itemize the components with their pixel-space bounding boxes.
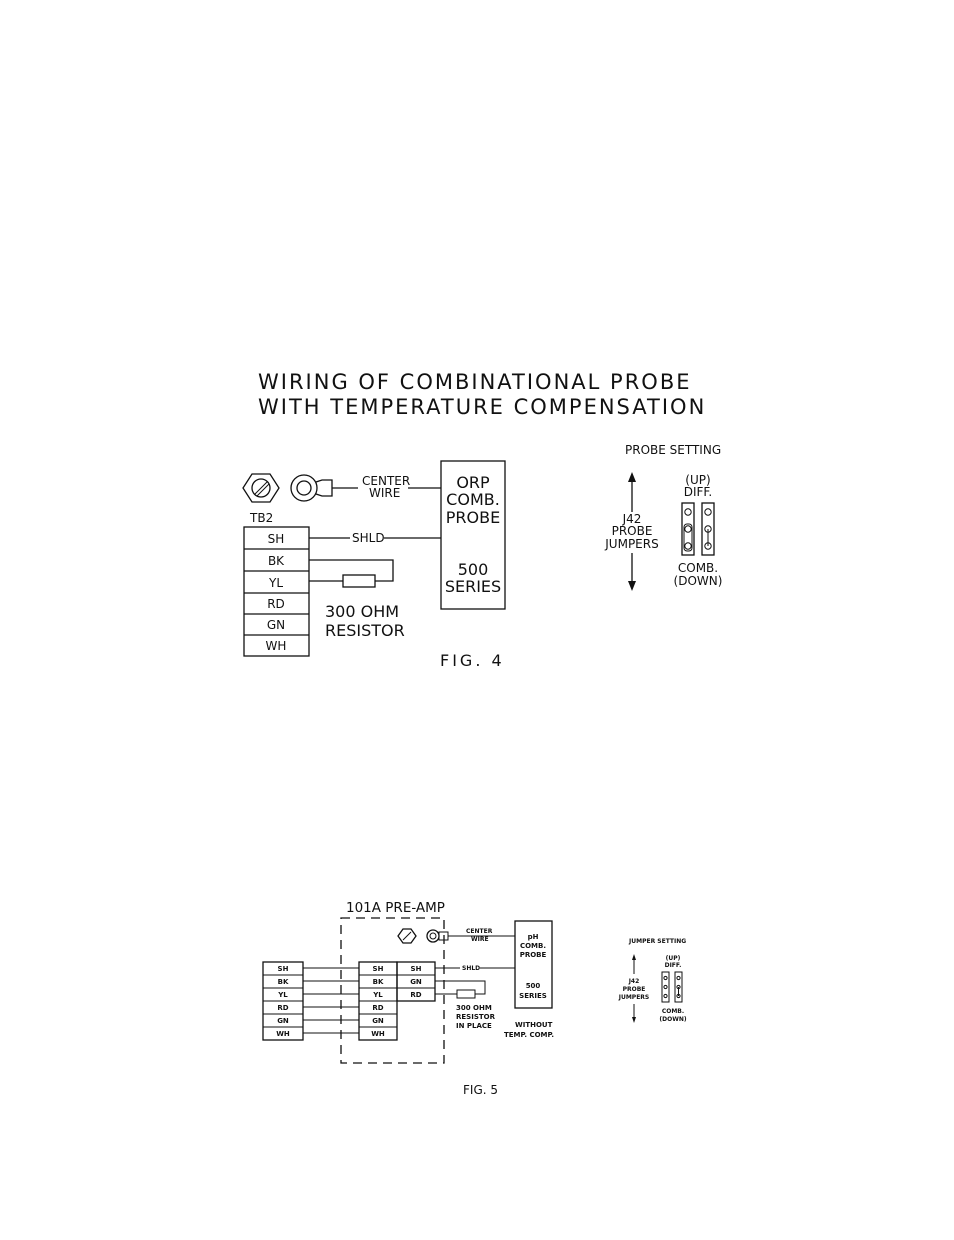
fig5-shld-label: SHLD xyxy=(462,965,480,972)
fig4-terminal-label: BK xyxy=(268,554,285,568)
fig4-shld-label: SHLD xyxy=(352,531,385,545)
preamp-label: 101A PRE-AMP xyxy=(346,900,445,916)
fig4-probe-text: COMB. xyxy=(446,490,500,509)
fig4-down-label: (DOWN) xyxy=(674,574,723,588)
probe-setting-title: PROBE SETTING xyxy=(625,443,721,457)
fig5-left-terminal: BK xyxy=(278,978,289,986)
fig4-caption: FIG. 4 xyxy=(440,651,505,670)
fig5-inner-right-terminal: SH xyxy=(411,965,422,973)
jumper-setting-title: JUMPER SETTING xyxy=(628,938,686,945)
fig4-jumper-label: J42 xyxy=(622,512,642,526)
ring-lug-icon xyxy=(426,929,515,943)
fig4-up-label: (UP) xyxy=(685,473,710,487)
fig5-left-terminal-strip: SH BK YL RD GN WH xyxy=(262,961,304,1041)
fig5-inner-right-terminal: RD xyxy=(410,991,421,999)
fig5-interconnect-wires xyxy=(303,967,359,1034)
fig4-terminal-label: SH xyxy=(268,532,285,546)
fig4-center-wire-line2: WIRE xyxy=(369,486,400,500)
fig5-jumper-label: JUMPERS xyxy=(618,994,650,1001)
resistor-icon xyxy=(342,574,376,588)
fig5-probe-text: 500 xyxy=(526,982,541,990)
fig4-up-label: DIFF. xyxy=(684,485,712,499)
fig5-left-terminal: GN xyxy=(277,1017,289,1025)
fig5-resistor-line: 300 OHM xyxy=(456,1004,492,1012)
fig5-resistor-line: RESISTOR xyxy=(456,1013,496,1021)
fig4-jumper-label: JUMPERS xyxy=(604,537,658,551)
fig5-left-terminal: RD xyxy=(277,1004,288,1012)
jumper-block-icon xyxy=(701,502,715,556)
fig5-jumper-label: J42 xyxy=(628,978,640,985)
fig4-title-line2: WITH TEMPERATURE COMPENSATION xyxy=(258,395,706,419)
fig5-center-wire-line1: CENTER xyxy=(466,928,493,935)
fig4-diagram: WIRING OF COMBINATIONAL PROBE WITH TEMPE… xyxy=(242,370,723,670)
orp-probe-box: ORP COMB. PROBE 500 SERIES xyxy=(440,460,506,610)
fig5-probe-text: COMB. xyxy=(520,942,546,950)
fig5-diagram: 101A PRE-AMP SH BK YL RD GN WH xyxy=(262,900,687,1097)
fig5-preamp-terminal-strip: SH BK YL RD GN WH SH GN RD xyxy=(358,961,436,1041)
fig4-center-wire-line1: CENTER xyxy=(362,474,410,488)
ring-lug-icon xyxy=(290,474,358,502)
fig5-center-wire-line2: WIRE xyxy=(471,936,489,943)
fig5-inner-terminal: WH xyxy=(371,1030,385,1038)
fig4-probe-text: ORP xyxy=(456,473,490,492)
fig5-inner-terminal: SH xyxy=(373,965,384,973)
fig5-probe-text: SERIES xyxy=(519,992,547,1000)
fig4-title-line1: WIRING OF COMBINATIONAL PROBE xyxy=(258,370,692,394)
jumper-block-icon xyxy=(674,971,683,1003)
fig5-probe-text: pH xyxy=(528,933,539,941)
fig4-resistor-line1: 300 OHM xyxy=(325,602,399,621)
fig4-probe-text: SERIES xyxy=(445,577,501,596)
tb2-terminal-strip: SH BK YL RD GN WH xyxy=(243,526,310,657)
fig5-down-label: COMB. xyxy=(662,1008,684,1015)
up-down-arrow-icon xyxy=(632,954,636,1023)
fig4-down-label: COMB. xyxy=(678,561,718,575)
fig4-jumper-label: PROBE xyxy=(612,524,653,538)
fig5-up-label: DIFF. xyxy=(665,962,682,969)
fig5-inner-terminal: RD xyxy=(372,1004,383,1012)
fig4-probe-text: 500 xyxy=(458,560,489,579)
fig5-probe-text: PROBE xyxy=(520,951,547,959)
fig5-resistor-line: IN PLACE xyxy=(456,1022,492,1030)
fig5-down-label: (DOWN) xyxy=(659,1016,686,1023)
hex-screw-icon xyxy=(397,928,417,944)
fig5-up-label: (UP) xyxy=(666,955,681,962)
resistor-wiring xyxy=(309,559,394,588)
fig5-left-terminal: SH xyxy=(278,965,289,973)
preamp-dashed-boundary xyxy=(340,917,445,1064)
fig5-without-line: TEMP. COMP. xyxy=(504,1031,554,1039)
fig5-jumper-label: PROBE xyxy=(623,986,646,993)
fig5-inner-terminal: GN xyxy=(372,1017,384,1025)
resistor-icon xyxy=(456,989,476,999)
fig4-resistor-line2: RESISTOR xyxy=(325,621,405,640)
fig5-without-line: WITHOUT xyxy=(515,1021,553,1029)
hex-screw-icon xyxy=(242,473,280,503)
fig4-probe-text: PROBE xyxy=(446,508,500,527)
fig5-left-terminal: YL xyxy=(277,991,288,999)
fig5-left-terminal: WH xyxy=(276,1030,290,1038)
fig4-terminal-label: YL xyxy=(268,576,283,590)
fig5-inner-terminal: YL xyxy=(372,991,383,999)
up-down-arrow-icon xyxy=(628,472,636,591)
jumper-block-icon xyxy=(681,502,695,556)
jumper-block-icon xyxy=(661,971,670,1003)
fig4-terminal-label: GN xyxy=(267,618,285,632)
fig4-terminal-label: RD xyxy=(267,597,285,611)
fig5-caption: FIG. 5 xyxy=(463,1083,498,1097)
ph-probe-box: pH COMB. PROBE 500 SERIES xyxy=(514,920,553,1009)
fig5-inner-terminal: BK xyxy=(373,978,384,986)
tb2-label: TB2 xyxy=(249,511,273,525)
fig5-resistor-wiring xyxy=(435,980,486,999)
fig4-terminal-label: WH xyxy=(266,639,287,653)
fig5-inner-right-terminal: GN xyxy=(410,978,422,986)
